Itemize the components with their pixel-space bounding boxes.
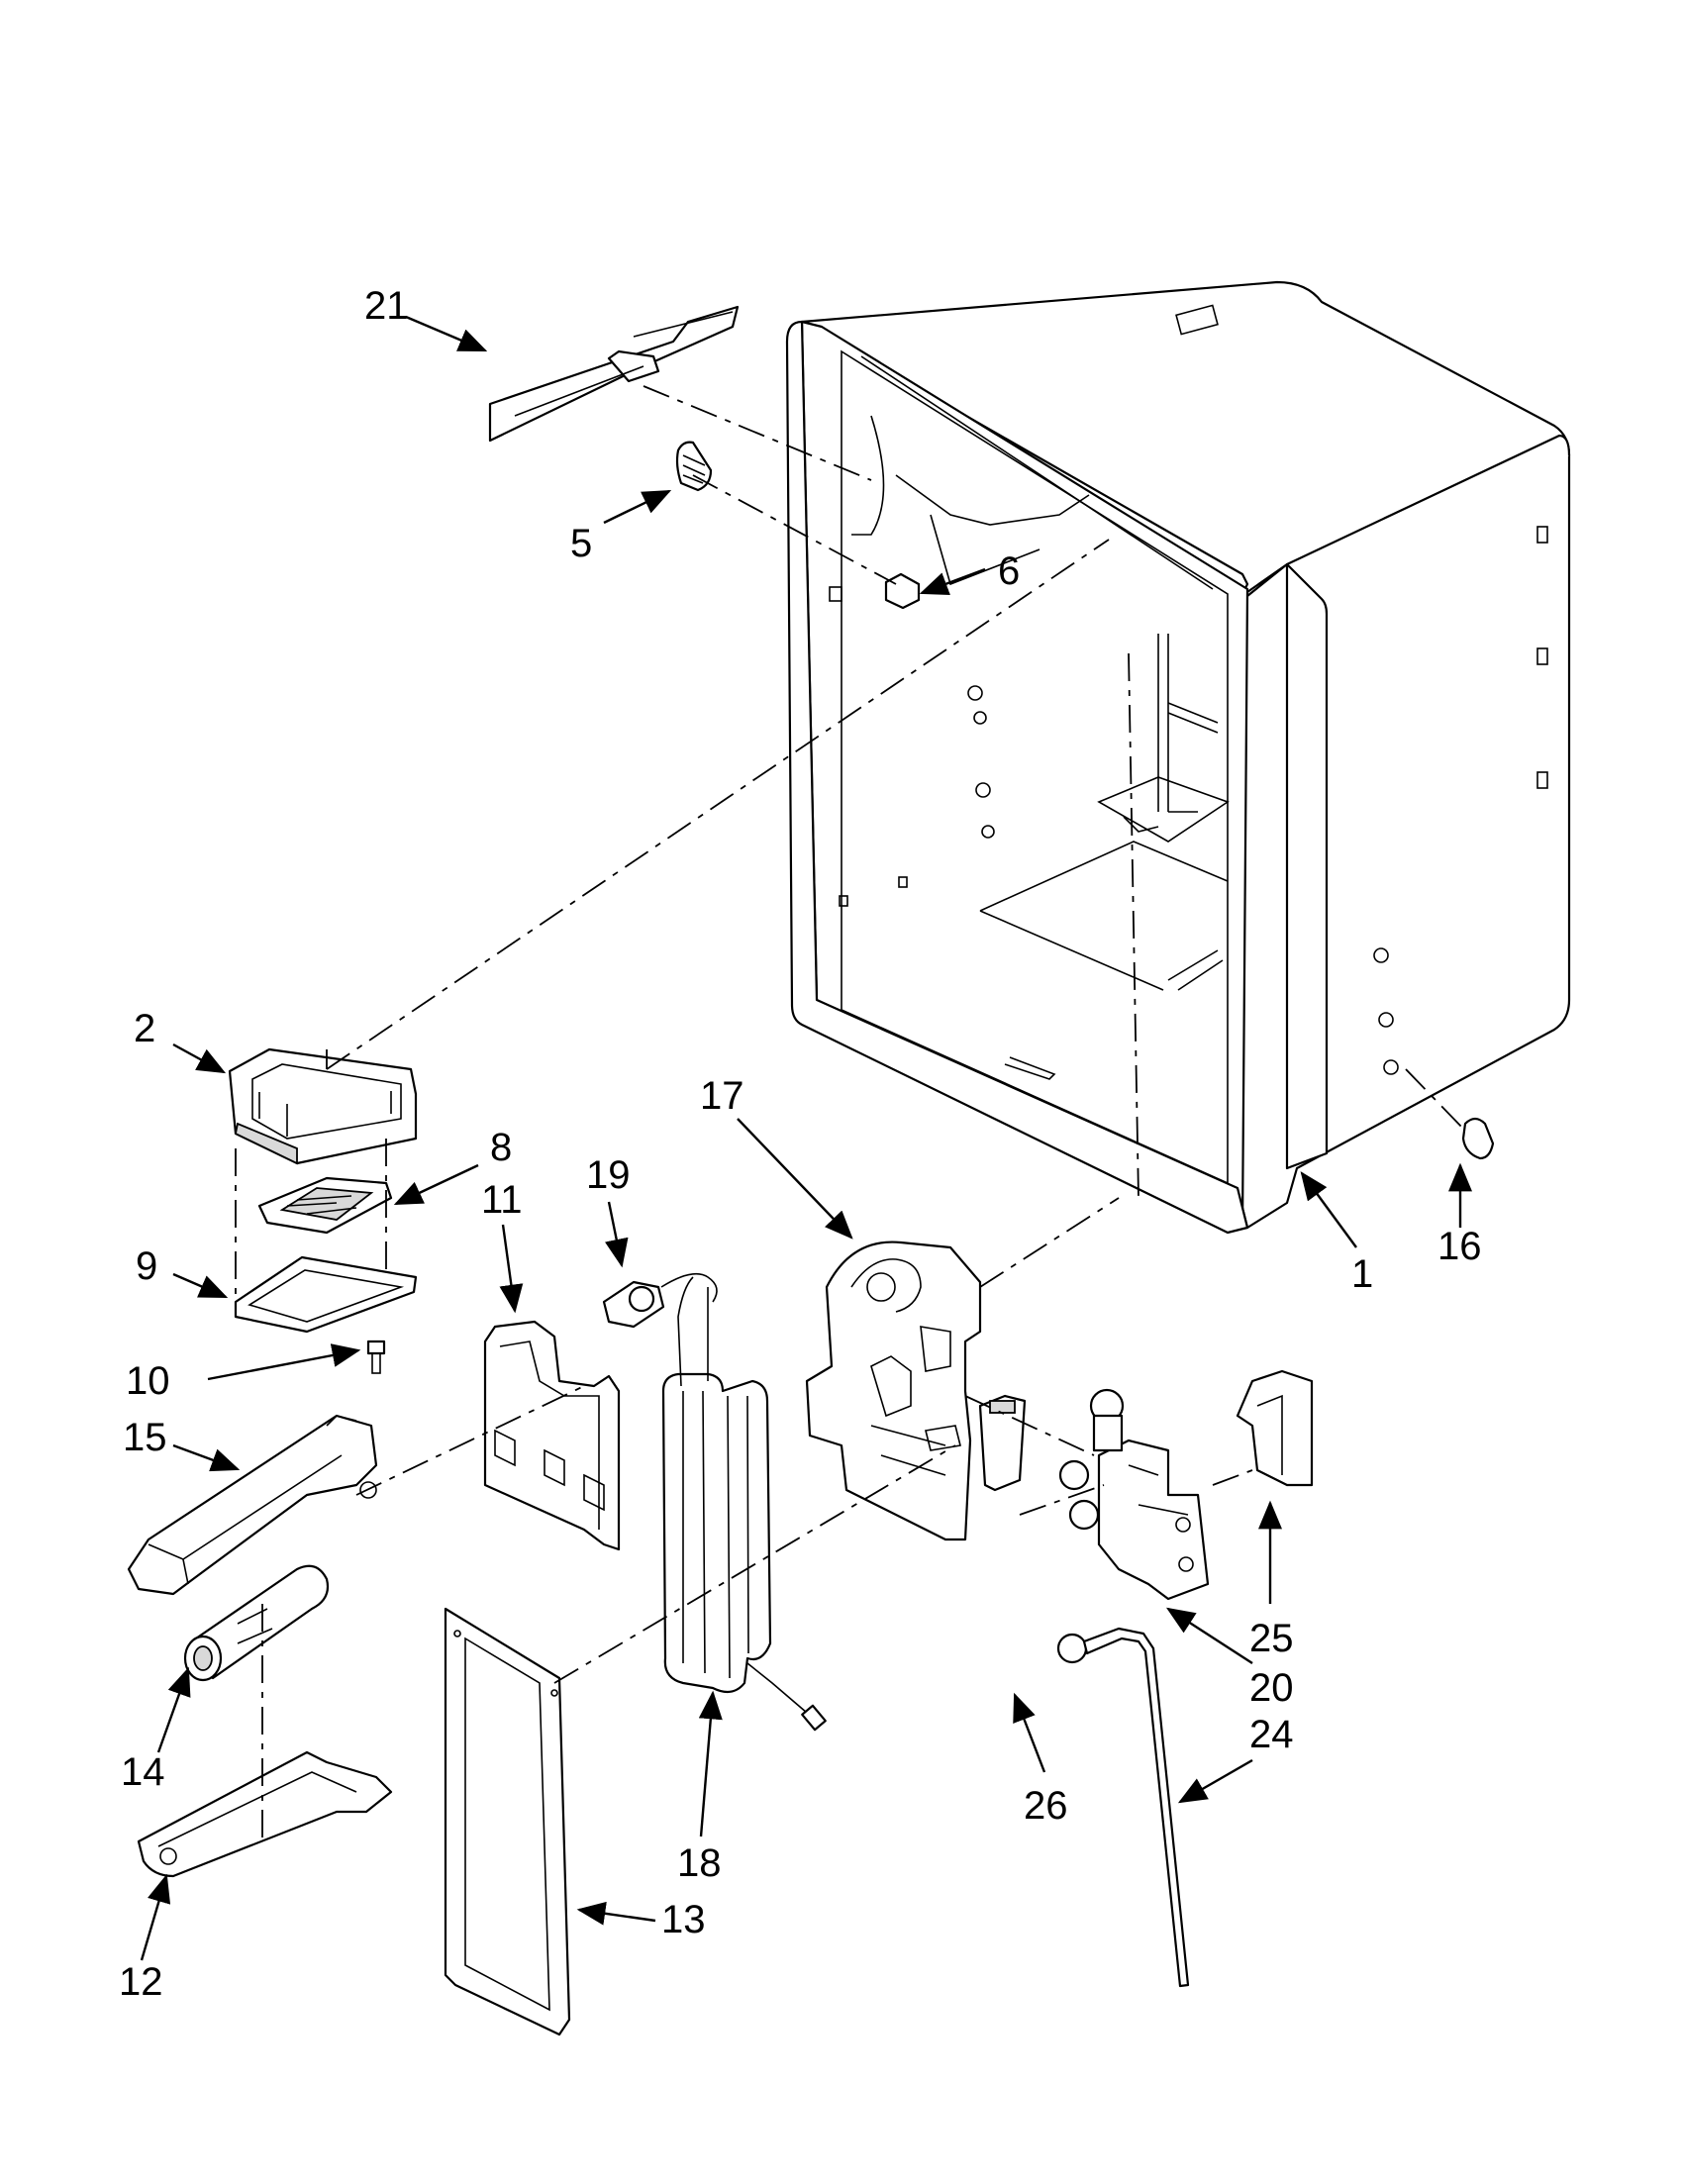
callout-10: 10 (126, 1359, 170, 1403)
part-13-panel (444, 1607, 571, 2036)
callout-15: 15 (123, 1416, 167, 1459)
callout-20: 20 (1249, 1666, 1294, 1710)
part-21-channel (488, 305, 740, 443)
part-10-screw (366, 1340, 386, 1374)
callout-2: 2 (134, 1007, 155, 1050)
callout-14: 14 (121, 1750, 165, 1794)
part-8-board (257, 1176, 393, 1235)
callout-9: 9 (136, 1244, 157, 1288)
callout-17: 17 (700, 1074, 744, 1118)
callout-6: 6 (998, 549, 1020, 593)
callout-25: 25 (1249, 1617, 1294, 1660)
callout-16: 16 (1437, 1225, 1482, 1268)
part-14-filter (183, 1564, 330, 1682)
callout-24: 24 (1249, 1713, 1294, 1756)
callout-21: 21 (364, 284, 409, 328)
callout-26: 26 (1024, 1784, 1068, 1828)
part-16-plug (1461, 1117, 1495, 1160)
callout-11: 11 (481, 1178, 523, 1222)
callout-labels: 21 5 6 2 8 9 10 11 19 17 15 14 12 13 18 … (119, 284, 1482, 2004)
callout-13: 13 (661, 1898, 706, 1941)
part-9-cover (234, 1255, 418, 1334)
assembly-lines (235, 385, 1464, 1841)
part-15-filter-housing (127, 1414, 378, 1596)
part-26-bracket (978, 1394, 1027, 1492)
callout-19: 19 (586, 1153, 631, 1197)
callout-18: 18 (677, 1841, 722, 1885)
part-2-housing (228, 1047, 418, 1165)
part-19-thermostat (602, 1272, 718, 1329)
part-11-bracket (483, 1320, 621, 1551)
leader-arrows (140, 315, 1472, 1961)
part-18-heater (661, 1276, 827, 1732)
part-1-liner (785, 280, 1571, 1235)
part-12-filter-cover (137, 1750, 393, 1878)
callout-1: 1 (1351, 1252, 1373, 1296)
part-24-tube (1056, 1627, 1190, 1988)
part-17-housing (805, 1241, 982, 1541)
callout-5: 5 (570, 522, 592, 565)
callout-12: 12 (119, 1960, 163, 2004)
callout-8: 8 (490, 1126, 512, 1169)
part-25-bracket (1236, 1369, 1314, 1487)
part-20-valve (1058, 1388, 1210, 1601)
